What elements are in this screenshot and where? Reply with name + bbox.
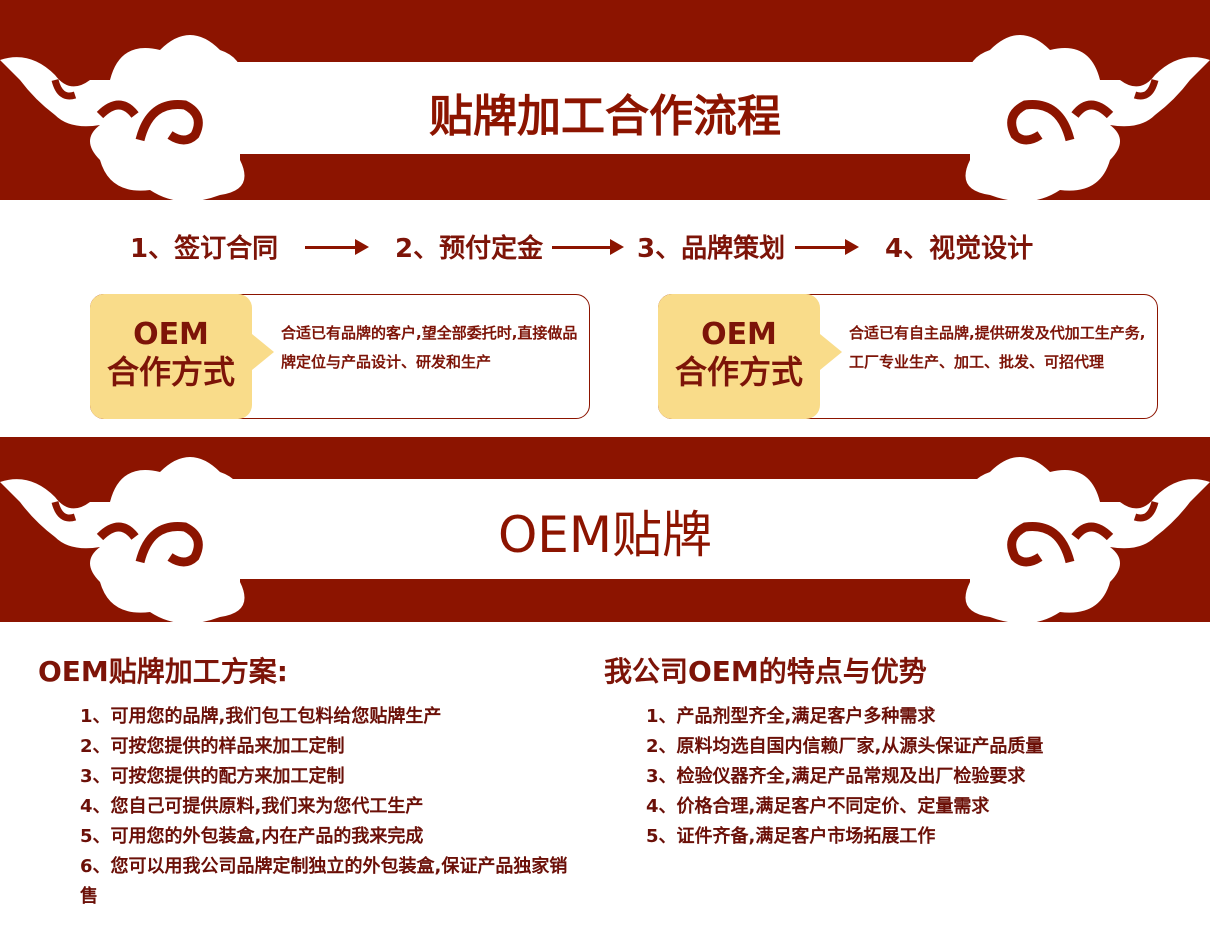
list-item: 3、检验仪器齐全,满足产品常规及出厂检验要求 bbox=[646, 766, 1026, 787]
list-item: 5、证件齐备,满足客户市场拓展工作 bbox=[646, 826, 936, 847]
banner-band bbox=[230, 62, 980, 154]
card-description: 合适已有品牌的客户,望全部委托时,直接做品牌定位与产品设计、研发和生产 bbox=[281, 324, 578, 371]
oem-plan-section: OEM贴牌加工方案: 1、可用您的品牌,我们包工包料给您贴牌生产 2、可按您提供… bbox=[38, 650, 583, 912]
step-4: 4、视觉设计 bbox=[885, 234, 1034, 264]
arrow-icon bbox=[552, 239, 624, 255]
step-2: 2、预付定金 bbox=[395, 234, 544, 264]
list-item: 3、可按您提供的配方来加工定制 bbox=[80, 766, 345, 787]
banner-process: 贴牌加工合作流程 bbox=[0, 0, 1210, 200]
tag-line1: OEM bbox=[701, 317, 777, 352]
step-1: 1、签订合同 bbox=[130, 234, 279, 264]
oem-card-2: OEM 合作方式 合适已有自主品牌,提供研发及代加工生产务,工厂专业生产、加工、… bbox=[658, 294, 1158, 419]
banner-band bbox=[230, 479, 980, 579]
card-description: 合适已有自主品牌,提供研发及代加工生产务,工厂专业生产、加工、批发、可招代理 bbox=[849, 324, 1146, 371]
tag-line1: OEM bbox=[133, 317, 209, 352]
list-item: 4、价格合理,满足客户不同定价、定量需求 bbox=[646, 796, 990, 817]
page-title: 贴牌加工合作流程 bbox=[429, 91, 781, 142]
section-title: OEM贴牌 bbox=[497, 506, 713, 564]
arrow-icon bbox=[305, 239, 369, 255]
arrow-icon bbox=[795, 239, 859, 255]
list-item: 2、可按您提供的样品来加工定制 bbox=[80, 736, 345, 757]
oem-card-1: OEM 合作方式 合适已有品牌的客户,望全部委托时,直接做品牌定位与产品设计、研… bbox=[90, 294, 590, 419]
list-item: 4、您自己可提供原料,我们来为您代工生产 bbox=[80, 796, 424, 817]
process-steps: 1、签订合同 2、预付定金 3、品牌策划 4、视觉设计 bbox=[0, 228, 1210, 268]
list-item: 5、可用您的外包装盒,内在产品的我来完成 bbox=[80, 826, 424, 847]
list-item: 1、可用您的品牌,我们包工包料给您贴牌生产 bbox=[80, 706, 442, 727]
banner-oem: OEM贴牌 bbox=[0, 437, 1210, 622]
oem-tag: OEM 合作方式 bbox=[658, 294, 842, 419]
oem-tag: OEM 合作方式 bbox=[90, 294, 274, 419]
advantages-section: 我公司OEM的特点与优势 1、产品剂型齐全,满足客户多种需求 2、原料均选自国内… bbox=[604, 650, 1184, 852]
list-item: 6、您可以用我公司品牌定制独立的外包装盒,保证产品独家销售 bbox=[80, 856, 568, 907]
list-item: 1、产品剂型齐全,满足客户多种需求 bbox=[646, 706, 936, 727]
step-3: 3、品牌策划 bbox=[637, 234, 786, 264]
tag-line2: 合作方式 bbox=[106, 353, 235, 391]
section-heading: 我公司OEM的特点与优势 bbox=[604, 655, 927, 688]
tag-line2: 合作方式 bbox=[674, 353, 803, 391]
list-item: 2、原料均选自国内信赖厂家,从源头保证产品质量 bbox=[646, 736, 1044, 757]
section-heading: OEM贴牌加工方案: bbox=[38, 655, 288, 688]
